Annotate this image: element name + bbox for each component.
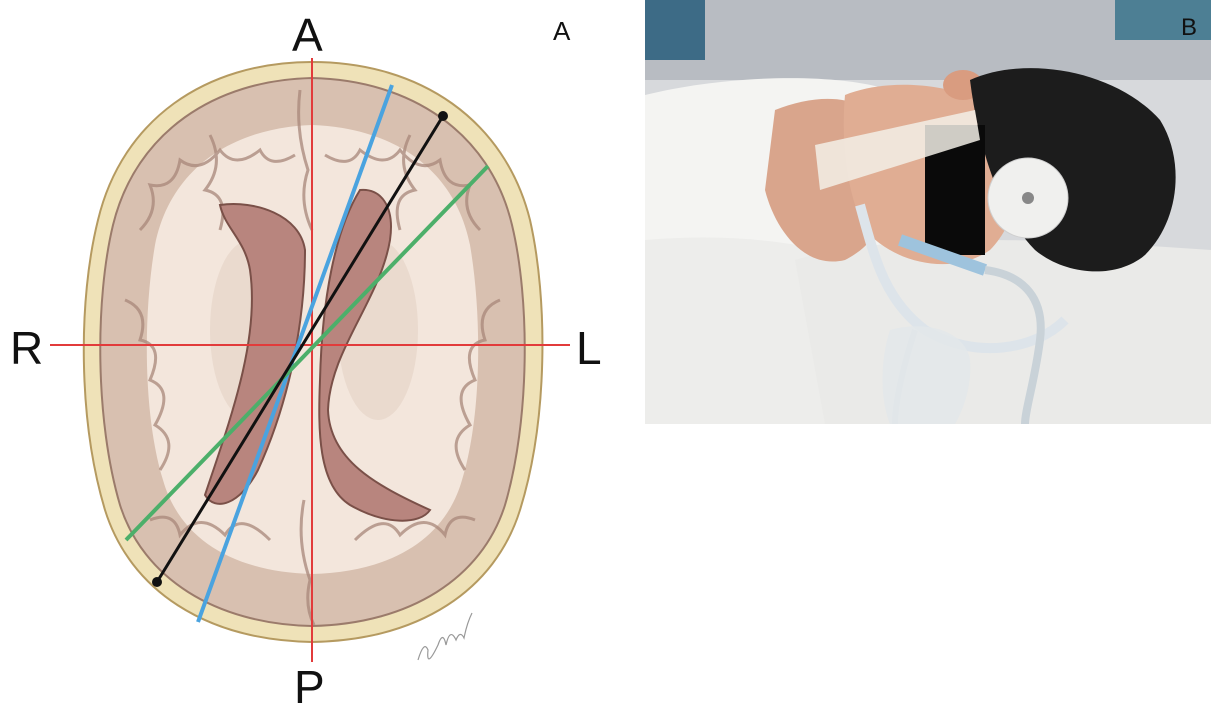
panel-a-brain-diagram: A P R L A [0, 0, 640, 713]
label-right: R [10, 325, 43, 371]
panel-b-photo: B [645, 0, 1211, 424]
pillow [795, 240, 1211, 424]
label-left: L [576, 325, 602, 371]
reservoir-bag [883, 326, 971, 424]
label-posterior: P [294, 664, 325, 710]
patient-photo [645, 0, 1211, 424]
label-anterior: A [292, 12, 323, 58]
panel-a-letter: A [553, 16, 570, 47]
black-line-start-dot [438, 111, 448, 121]
panel-b-letter: B [1181, 14, 1197, 42]
blue-drape [645, 0, 705, 60]
black-line-end-dot [152, 577, 162, 587]
artist-signature [418, 613, 472, 660]
brain-diagram-svg [0, 0, 640, 713]
